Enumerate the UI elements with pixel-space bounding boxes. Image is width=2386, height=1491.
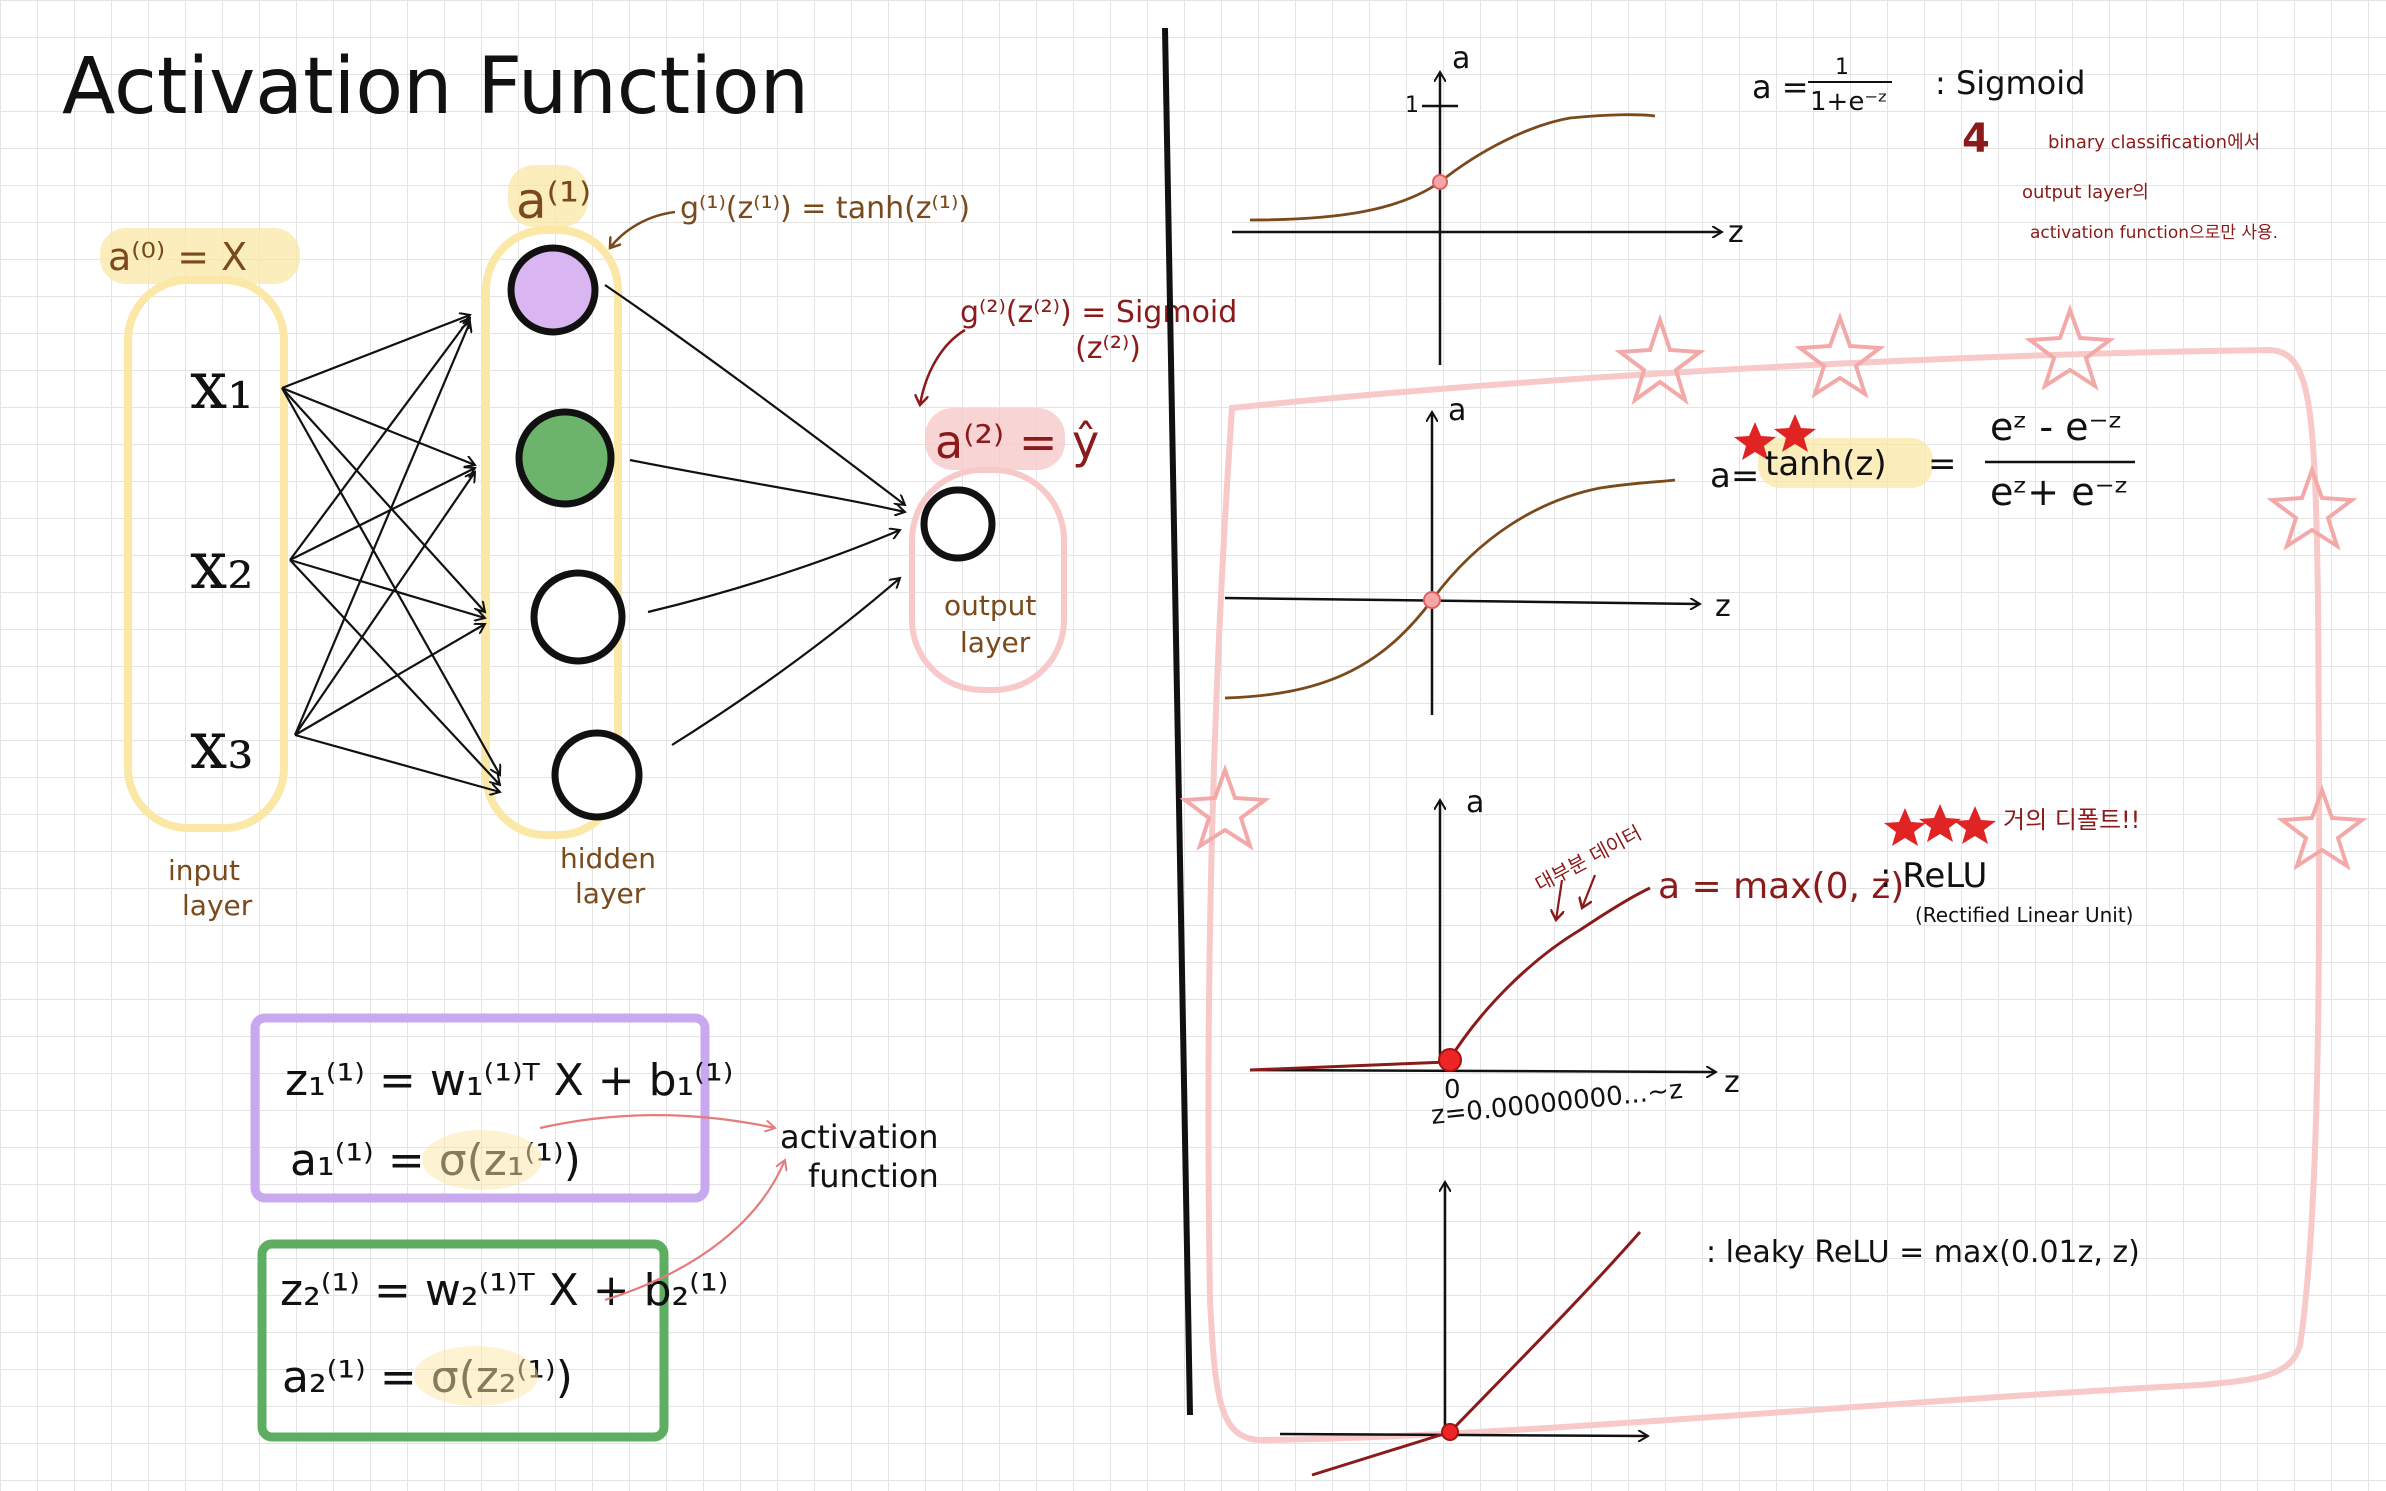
hidden-node-3: [530, 569, 626, 665]
input-layer-label-1: input: [168, 854, 240, 887]
input-eq-highlight: [100, 228, 300, 284]
input-layer-label-2: layer: [182, 889, 253, 922]
output-node: [920, 486, 996, 562]
activation-arrow-1: [539, 1114, 775, 1128]
relu-graph: [1249, 800, 1716, 1072]
star-decoration-5: [1179, 764, 1271, 851]
input-hidden-connections: [281, 315, 500, 792]
star-decoration-4: [2266, 464, 2358, 551]
sigmoid-note-mark: 4: [1962, 116, 1990, 162]
output-activation-function: g⁽²⁾(z⁽²⁾) = Sigmoid: [960, 295, 1237, 330]
sigmoid-note-line-2: output layer의: [2022, 182, 2149, 203]
leaky-positive-line: [1448, 1231, 1642, 1434]
tanh-graph: [1224, 412, 1700, 715]
relu-axis-y-label: a: [1466, 785, 1484, 820]
page-title: Activation Function: [62, 42, 809, 132]
hidden-layer-label-1: hidden: [560, 842, 656, 875]
input-equation: a⁽⁰⁾ = X: [108, 235, 247, 279]
relu-positive-line: [1446, 886, 1651, 1063]
relu-data-arrow-2: [1582, 874, 1597, 908]
hidden-node-2: [515, 408, 615, 508]
relu-axis-x-label: z: [1724, 1065, 1740, 1100]
sigmoid-note-line-3: activation function으로만 사용.: [2030, 223, 2278, 243]
tanh-formula-highlight: [1758, 438, 1933, 488]
relu-zero-mark: 0: [1444, 1075, 1461, 1105]
relu-formula: a = max(0, z): [1658, 866, 1904, 907]
tanh-formula-num: eᶻ - e⁻ᶻ: [1990, 405, 2123, 449]
sigmoid-intercept-dot: [1432, 174, 1448, 190]
input-x2: x₂: [190, 527, 254, 604]
frame-stars: [1179, 304, 2368, 871]
leaky-relu-graph: [1279, 1182, 1648, 1477]
leaky-relu-formula: : leaky ReLU = max(0.01z, z): [1706, 1235, 2140, 1270]
relu-data-note: 대부분 데이터: [1531, 820, 1645, 896]
relu-full-name: (Rectified Linear Unit): [1915, 903, 2134, 927]
star-decoration-2: [1794, 312, 1886, 399]
sigmoid-graph: [1232, 72, 1722, 365]
relu-axis-x: [1249, 1070, 1716, 1072]
tanh-intercept-dot: [1423, 591, 1441, 609]
green-sigma-highlight: [414, 1346, 538, 1406]
tanh-formula-left: a=: [1710, 456, 1759, 496]
hidden-node-4: [551, 729, 643, 821]
activation-label-1: activation: [780, 1118, 938, 1156]
leaky-zero-dot: [1441, 1423, 1459, 1441]
purple-z-formula: z₁⁽¹⁾ = w₁⁽¹⁾ᵀ X + b₁⁽¹⁾: [285, 1055, 733, 1106]
hidden-layer-highlight: [482, 226, 622, 839]
sigmoid-axis-x-label: z: [1728, 215, 1744, 250]
formula-box-green: [257, 1239, 669, 1442]
sigmoid-note-line-1: binary classification에서: [2048, 132, 2260, 153]
output-activation-symbol: a⁽²⁾ = ŷ: [935, 415, 1099, 469]
star-decoration-6: [2276, 784, 2368, 871]
tanh-formula-eq: =: [1928, 444, 1957, 484]
output-a-highlight: [925, 408, 1065, 470]
sigmoid-formula-left: a =: [1752, 68, 1809, 106]
tanh-axis-x-label: z: [1715, 589, 1731, 624]
hidden-g-arrow: [610, 210, 676, 248]
output-layer-label-2: layer: [960, 626, 1031, 659]
leaky-axis-x: [1279, 1434, 1648, 1436]
star-decoration-3: [2024, 304, 2116, 391]
leaky-negative-line: [1311, 1430, 1451, 1477]
activation-label-2: function: [808, 1157, 939, 1195]
sigmoid-formula-den: 1+e⁻ᶻ: [1810, 87, 1888, 117]
hidden-layer-label-2: layer: [575, 877, 646, 910]
relu-data-arrow-1: [1556, 879, 1562, 920]
input-x1: x₁: [190, 347, 254, 424]
sigmoid-tick-label: 1: [1405, 93, 1419, 118]
relu-star-note: 거의 디폴트!!: [2003, 806, 2140, 834]
tanh-formula-den: eᶻ+ e⁻ᶻ: [1990, 470, 2129, 514]
hidden-activation-function: g⁽¹⁾(z⁽¹⁾) = tanh(z⁽¹⁾): [680, 191, 970, 226]
activation-arrow-2: [604, 1160, 785, 1302]
relu-name: : ReLU: [1880, 856, 1987, 896]
relu-negative-line: [1249, 1060, 1449, 1072]
purple-sigma-highlight: [422, 1130, 542, 1190]
sigmoid-name: : Sigmoid: [1935, 64, 2085, 102]
relu-zero-dot: [1438, 1048, 1462, 1072]
formula-box-purple: [250, 1013, 710, 1203]
tanh-star-marks: [1734, 414, 1816, 460]
tanh-formula-fn: tanh(z): [1765, 444, 1887, 484]
hidden-output-connections: [604, 284, 905, 746]
sigmoid-formula-num: 1: [1835, 55, 1849, 80]
hidden-node-1: [507, 244, 599, 336]
relu-star-marks: [1884, 804, 1996, 846]
hidden-activation-symbol: a⁽¹⁾: [516, 172, 591, 230]
output-activation-function-arg: (z⁽²⁾): [1075, 331, 1141, 366]
green-z-formula: z₂⁽¹⁾ = w₂⁽¹⁾ᵀ X + b₂⁽¹⁾: [280, 1265, 728, 1316]
divider-line: [1162, 27, 1193, 1416]
highlight-frame: [1205, 346, 2323, 1444]
sigmoid-curve: [1249, 113, 1656, 222]
output-layer-label-1: output: [944, 589, 1036, 622]
tanh-curve: [1224, 478, 1676, 700]
input-x3: x₃: [190, 707, 254, 784]
sigmoid-axis-y-label: a: [1452, 41, 1470, 76]
output-g-arrow: [920, 328, 966, 405]
relu-zero-note: z=0.00000000...~z: [1430, 1075, 1685, 1131]
star-decoration-1: [1614, 313, 1706, 406]
tanh-axis-y-label: a: [1448, 393, 1466, 428]
hidden-a-highlight: [508, 165, 588, 227]
tanh-axis-x: [1224, 596, 1700, 604]
